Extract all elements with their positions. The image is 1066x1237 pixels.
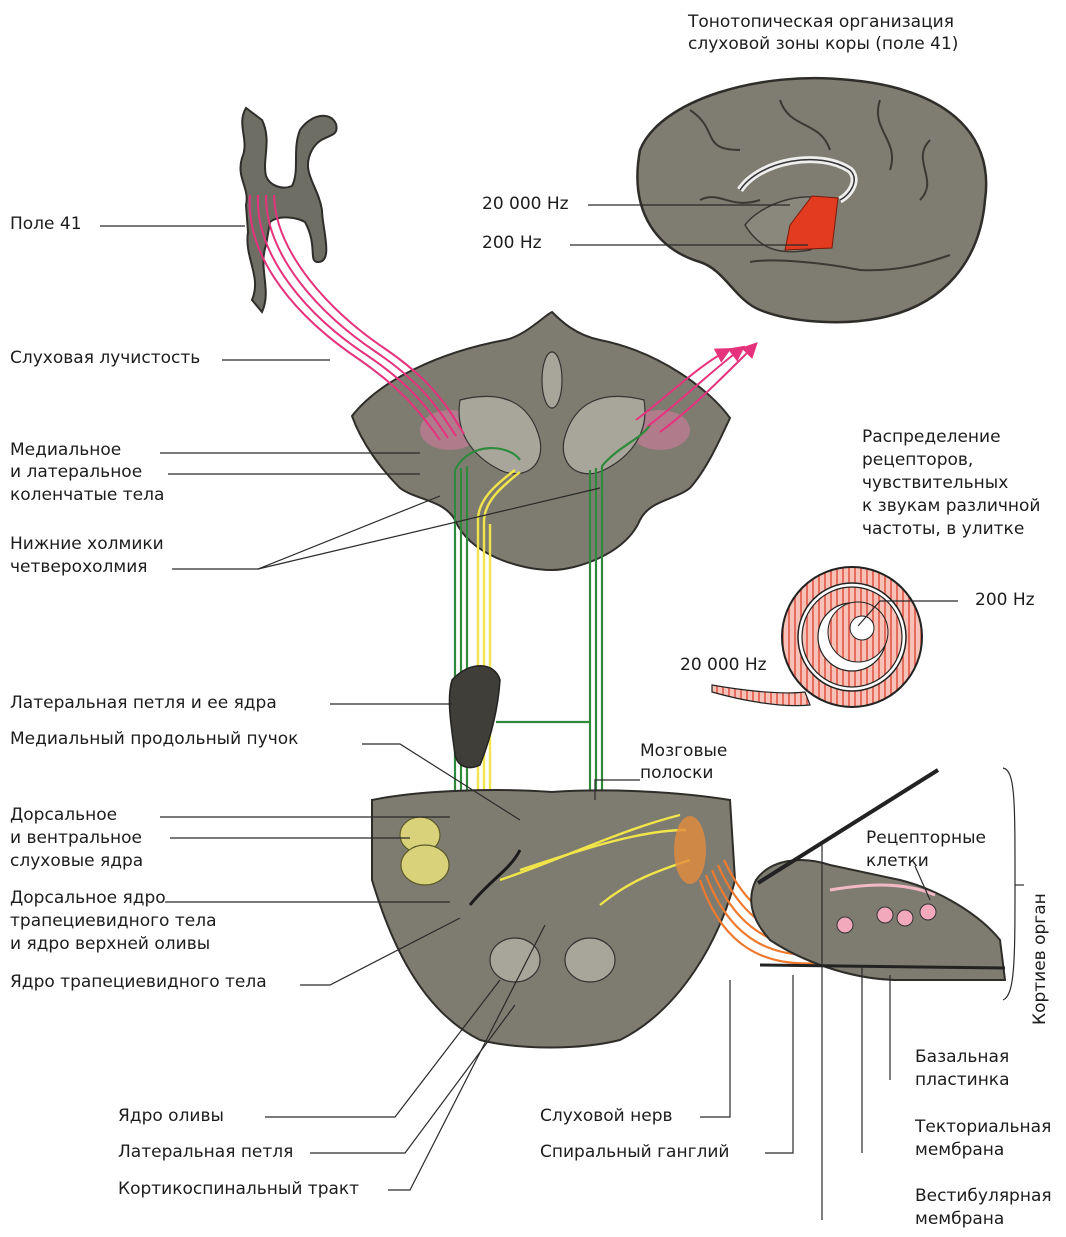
- distribution-label-line2: рецепторов,: [862, 450, 973, 471]
- trapezoid-dorsal-label-line2: трапециевидного тела: [10, 911, 216, 932]
- cochlea-20000hz-label: 20 000 Hz: [680, 655, 767, 676]
- colliculi-label-line1: Нижние холмики: [10, 534, 164, 555]
- field41-label: Поле 41: [10, 214, 82, 235]
- trapezoid-dorsal-label-line1: Дорсальное ядро: [10, 888, 166, 909]
- vestibular-label-line1: Вестибулярная: [915, 1186, 1052, 1207]
- auditory-radiation-label: Слуховая лучистость: [10, 348, 200, 369]
- striae-label-line2: полоски: [640, 763, 713, 784]
- cortex-200hz-label: 200 Hz: [482, 233, 542, 254]
- vestibular-label-line2: мембрана: [915, 1209, 1004, 1230]
- distribution-label-line4: к звукам различной: [862, 496, 1040, 517]
- geniculate-label-line1: Медиальное: [10, 440, 121, 461]
- spiral-ganglion-label: Спиральный ганглий: [540, 1142, 729, 1163]
- auditory-nerve-label: Слуховой нерв: [540, 1106, 673, 1127]
- geniculate-label-line2: и латеральное: [10, 462, 142, 483]
- tectorial-label-line2: мембрана: [915, 1140, 1004, 1161]
- corticospinal-label: Кортикоспинальный тракт: [118, 1179, 359, 1200]
- distribution-label-line3: чувствительных: [862, 473, 1008, 494]
- cochlear-nuclei-label-line1: Дорсальное: [10, 805, 117, 826]
- organ-of-corti-label: Кортиев орган: [1030, 893, 1050, 1025]
- midbrain-section: [352, 312, 730, 570]
- geniculate-label-line3: коленчатые тела: [10, 485, 164, 506]
- lateral-lemniscus-nucleus: [449, 666, 500, 768]
- olive-label: Ядро оливы: [118, 1106, 224, 1127]
- cochlear-nuclei-label-line3: слуховые ядра: [10, 851, 143, 872]
- lateral-lemniscus-label: Латеральная петля: [118, 1142, 293, 1163]
- cochlea-200hz-label: 200 Hz: [975, 590, 1035, 611]
- receptor-cells-label-line1: Рецепторные: [866, 828, 986, 849]
- trapezoid-dorsal-label-line3: и ядро верхней оливы: [10, 934, 210, 955]
- medulla-section: [372, 790, 735, 1047]
- receptor-cells-label-line2: клетки: [866, 851, 929, 872]
- organ-of-corti: [751, 770, 1005, 980]
- striae-label-line1: Мозговые: [640, 741, 727, 762]
- cochlear-nuclei-label-line2: и вентральное: [10, 828, 142, 849]
- distribution-label-line5: частоты, в улитке: [862, 519, 1024, 540]
- tectorial-label-line1: Текториальная: [915, 1117, 1051, 1138]
- basilar-label-line1: Базальная: [915, 1047, 1009, 1068]
- trapezoid-nucleus-label: Ядро трапециевидного тела: [10, 972, 267, 993]
- lateral-lemniscus-nuclei-label: Латеральная петля и ее ядра: [10, 693, 277, 714]
- distribution-label-line1: Распределение: [862, 427, 1001, 448]
- basilar-label-line2: пластинка: [915, 1070, 1010, 1091]
- mlf-label: Медиальный продольный пучок: [10, 729, 298, 750]
- tonotopic-title-line1: Тонотопическая организация: [688, 12, 954, 33]
- brain: [637, 78, 986, 322]
- colliculi-label-line2: четверохолмия: [10, 557, 148, 578]
- tonotopic-title-line2: слуховой зоны коры (поле 41): [688, 34, 958, 55]
- cochlea: [712, 567, 922, 707]
- cortex-20000hz-label: 20 000 Hz: [482, 194, 569, 215]
